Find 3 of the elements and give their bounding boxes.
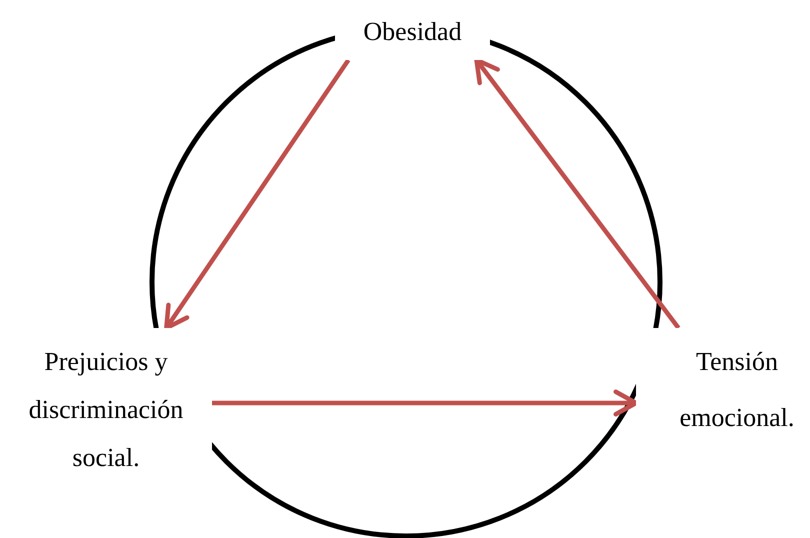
arrow (212, 390, 638, 416)
arrow (474, 58, 680, 330)
arrow (164, 58, 350, 330)
